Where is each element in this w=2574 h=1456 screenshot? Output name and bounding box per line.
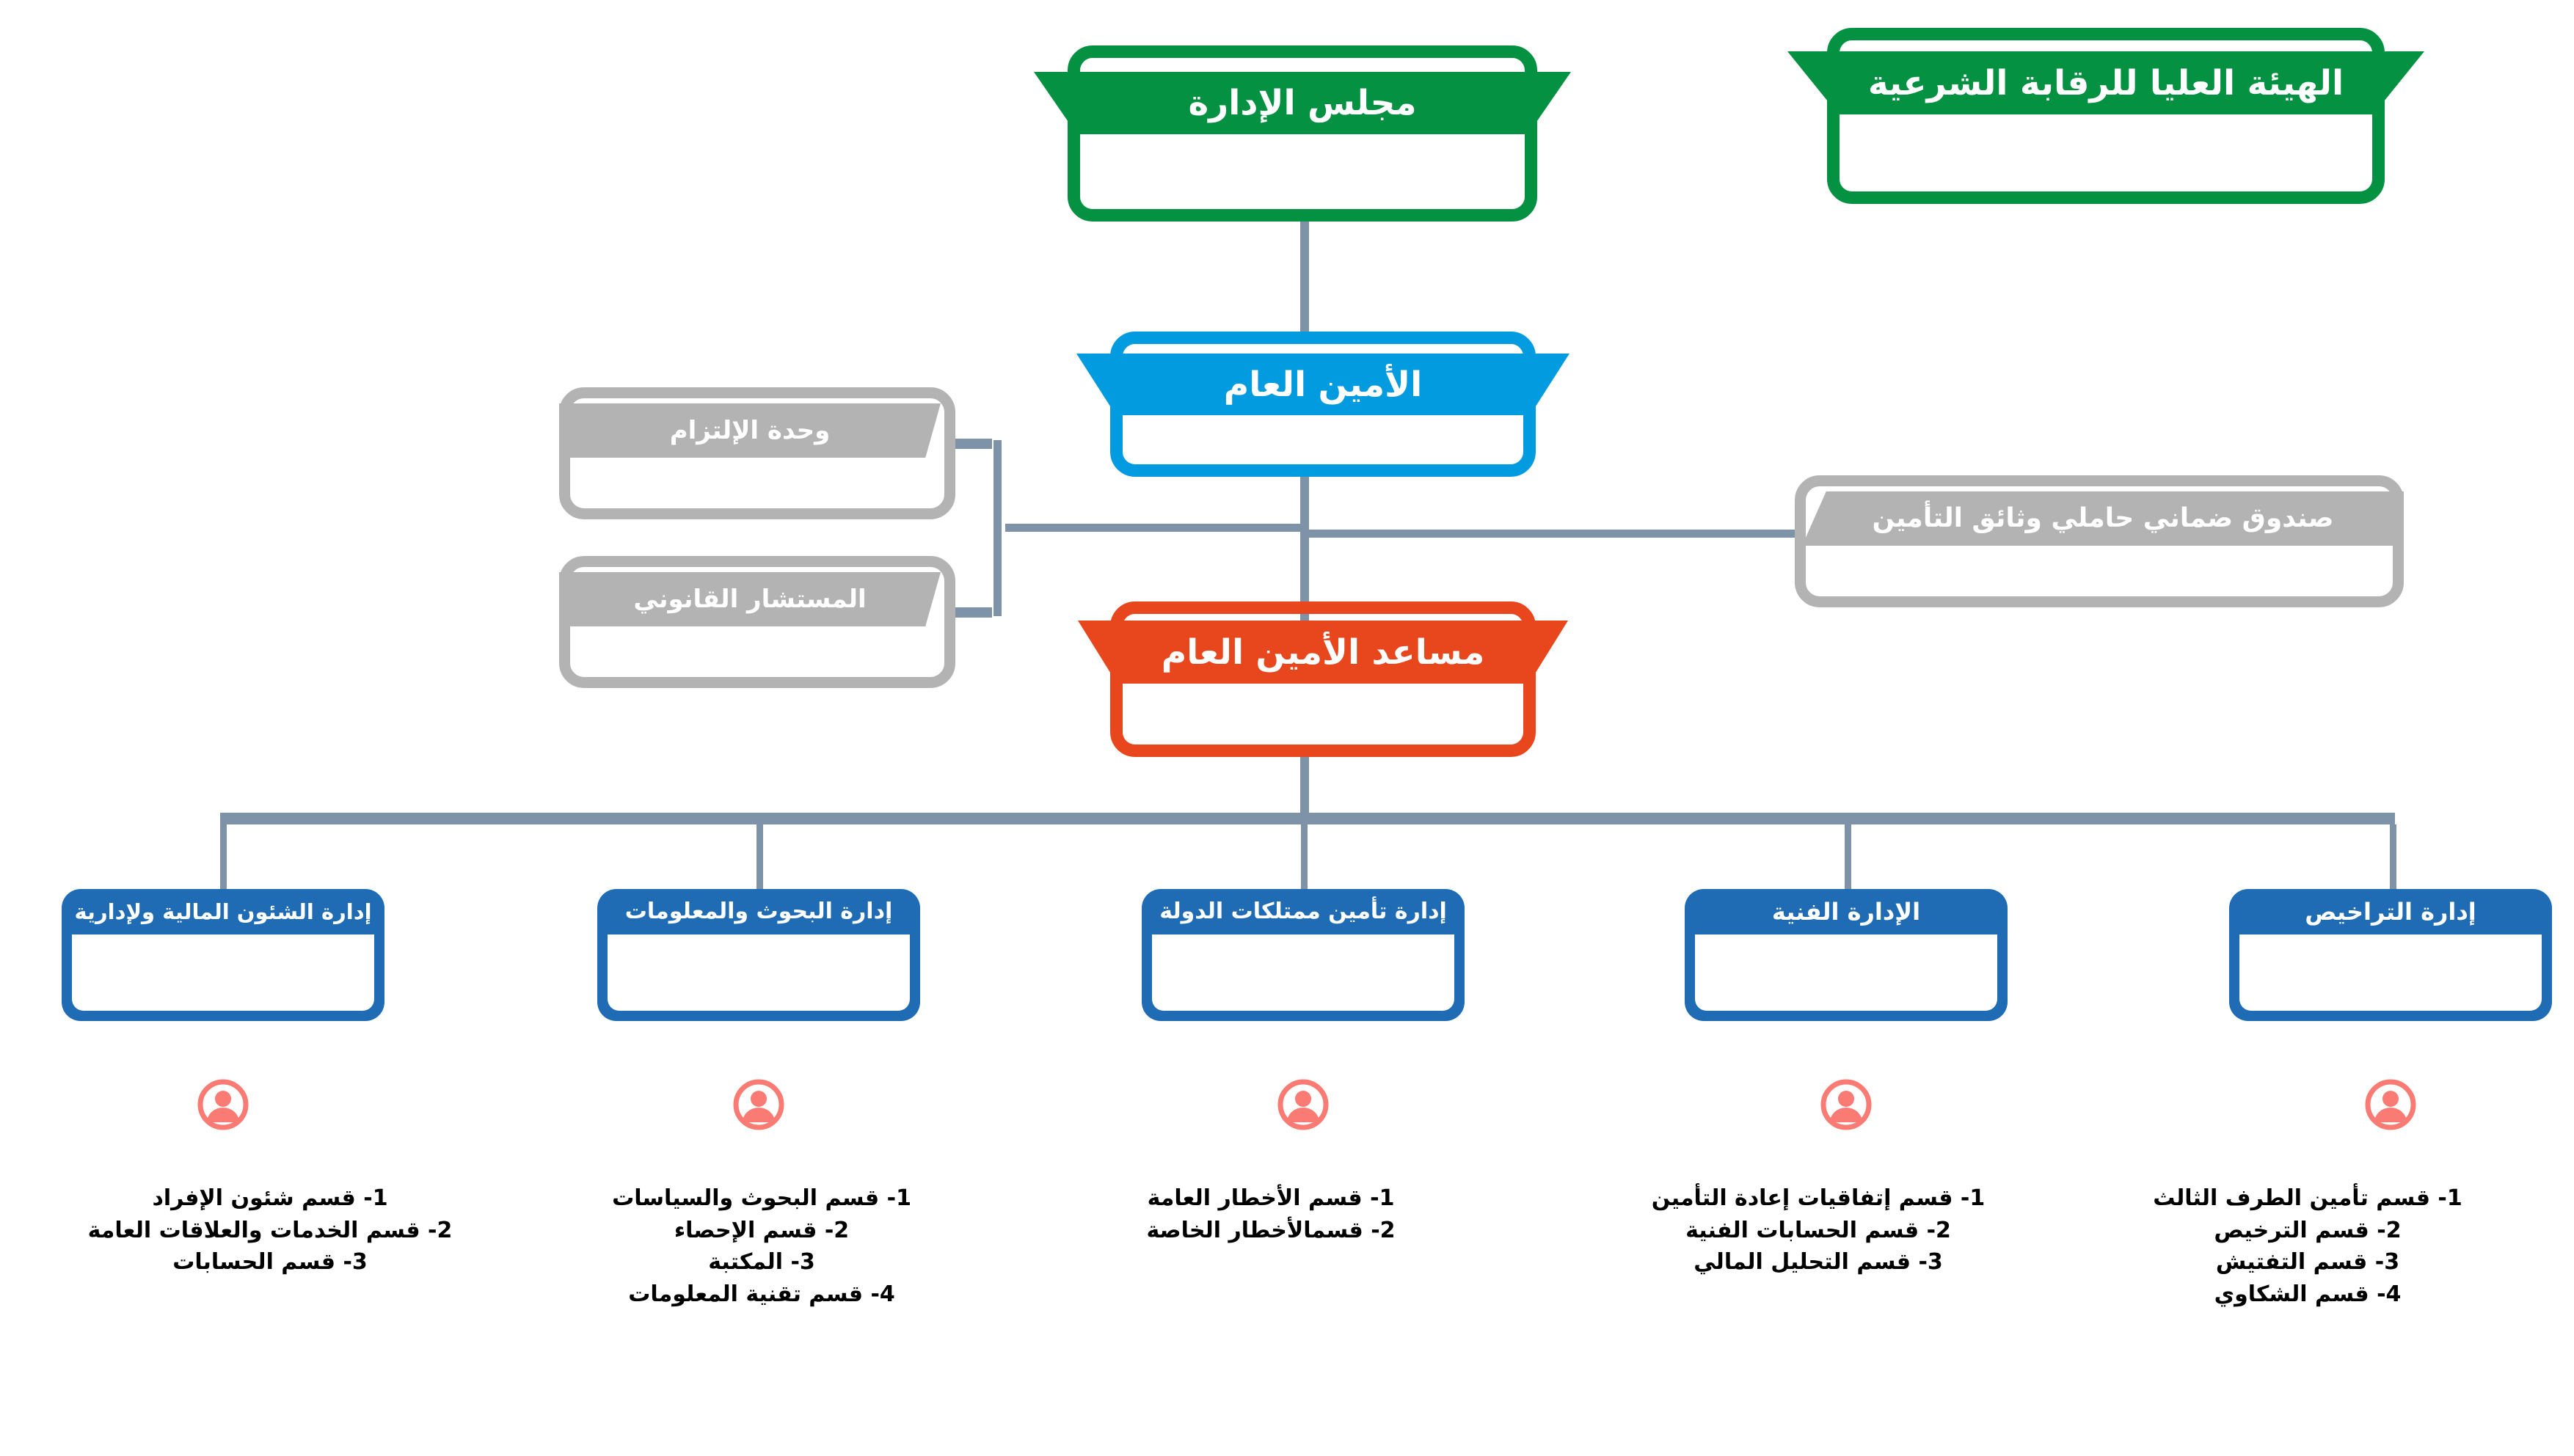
- dept-title-licensing: إدارة التراخيص: [2305, 898, 2476, 926]
- node-board-of-directors[interactable]: مجلس الإدارة: [1034, 45, 1571, 222]
- list-item: 3- قسم التحليل المالي: [1693, 1249, 1943, 1275]
- person-icon-research-information: [732, 1078, 785, 1131]
- connector-spine-to-staff-bracket: [1005, 524, 1306, 532]
- person-icon-licensing: [2364, 1078, 2417, 1131]
- secretary-general-label: الأمين العام: [1223, 364, 1423, 405]
- compliance-unit-frame: [559, 387, 955, 519]
- board-banner: مجلس الإدارة: [1034, 72, 1571, 134]
- sections-list-financial-administrative: 1- قسم شئون الإفراد 2- قسم الخدمات والعل…: [13, 1182, 527, 1278]
- sections-list-technical: 1- قسم إتفاقيات إعادة التأمين 2- قسم الح…: [1576, 1182, 2060, 1278]
- dept-card-technical[interactable]: الإدارة الفنية: [1685, 889, 2008, 1021]
- dept-slot-research-information: [608, 934, 910, 1011]
- dept-slot-licensing: [2239, 934, 2542, 1011]
- dept-title-research-information: إدارة البحوث والمعلومات: [624, 899, 893, 924]
- connector-spine-to-guarantee-fund: [1309, 530, 1802, 538]
- connector-department-bus: [220, 813, 2395, 824]
- dept-card-licensing[interactable]: إدارة التراخيص: [2229, 889, 2552, 1021]
- node-assistant-secretary-general[interactable]: مساعد الأمين العام: [1078, 601, 1568, 757]
- list-item: 4- قسم تقنية المعلومات: [628, 1281, 895, 1307]
- legal-advisor-frame: [559, 556, 955, 688]
- sections-list-research-information: 1- قسم البحوث والسياسات 2- قسم الإحصاء 3…: [527, 1182, 996, 1310]
- connector-drop-state-property: [1301, 824, 1308, 889]
- legal-advisor-banner: المستشار القانوني: [559, 572, 941, 626]
- list-item: 2- قسمالأخطار الخاصة: [1146, 1217, 1396, 1243]
- list-item: 1- قسم شئون الإفراد: [152, 1185, 388, 1211]
- list-item: 2- قسم الخدمات والعلاقات العامة: [87, 1217, 453, 1243]
- connector-board-to-sg: [1300, 220, 1309, 332]
- person-icon-technical: [1820, 1078, 1873, 1131]
- sections-list-state-property-insurance: 1- قسم الأخطار العامة 2- قسمالأخطار الخا…: [1051, 1182, 1491, 1246]
- guarantee-fund-banner: صندوق ضماني حاملي وثائق التأمين: [1802, 491, 2404, 546]
- connector-sg-to-assistant: [1300, 475, 1309, 622]
- assistant-secretary-general-banner: مساعد الأمين العام: [1078, 621, 1568, 684]
- dept-title-state-property-insurance: إدارة تأمين ممتلكات الدولة: [1159, 899, 1447, 924]
- list-item: 1- قسم تأمين الطرف الثالث: [2153, 1185, 2462, 1211]
- connector-staff-bracket-vertical: [993, 440, 1002, 616]
- sections-list-licensing: 1- قسم تأمين الطرف الثالث 2- قسم الترخيص…: [2055, 1182, 2561, 1310]
- list-item: 2- قسم الحسابات الفنية: [1685, 1217, 1951, 1243]
- dept-title-financial-administrative: إدارة الشئون المالية ولإدارية: [74, 899, 372, 924]
- guarantee-fund-frame: [1795, 475, 2404, 607]
- connector-drop-research: [756, 824, 763, 889]
- connector-drop-technical: [1845, 824, 1851, 889]
- list-item: 2- قسم الترخيص: [2214, 1217, 2402, 1243]
- node-shariah-authority[interactable]: الهيئة العليا للرقابة الشرعية: [1787, 28, 2424, 204]
- shariah-banner: الهيئة العليا للرقابة الشرعية: [1787, 51, 2424, 114]
- connector-bracket-to-legal-advisor: [947, 607, 992, 618]
- list-item: 3- قسم الحسابات: [172, 1249, 368, 1275]
- list-item: 1- قسم إتفاقيات إعادة التأمين: [1651, 1185, 1986, 1211]
- connector-drop-licensing: [2390, 824, 2396, 889]
- dept-title-technical: الإدارة الفنية: [1771, 898, 1921, 926]
- connector-bracket-to-compliance: [947, 439, 992, 449]
- node-compliance-unit[interactable]: وحدة الإلتزام: [559, 387, 955, 519]
- node-guarantee-fund[interactable]: صندوق ضماني حاملي وثائق التأمين: [1795, 475, 2404, 607]
- dept-slot-financial-administrative: [72, 934, 374, 1011]
- node-legal-advisor[interactable]: المستشار القانوني: [559, 556, 955, 688]
- connector-drop-financial: [220, 824, 227, 889]
- list-item: 3- قسم التفتيش: [2215, 1249, 2400, 1275]
- compliance-unit-banner: وحدة الإلتزام: [559, 403, 941, 458]
- legal-advisor-label: المستشار القانوني: [633, 585, 867, 614]
- list-item: 1- قسم الأخطار العامة: [1147, 1185, 1395, 1211]
- board-label: مجلس الإدارة: [1188, 83, 1417, 123]
- node-secretary-general[interactable]: الأمين العام: [1076, 332, 1569, 477]
- list-item: 2- قسم الإحصاء: [674, 1217, 850, 1243]
- dept-slot-state-property-insurance: [1152, 934, 1454, 1011]
- secretary-general-banner: الأمين العام: [1076, 354, 1569, 415]
- list-item: 4- قسم الشكاوي: [2214, 1281, 2402, 1307]
- guarantee-fund-label: صندوق ضماني حاملي وثائق التأمين: [1872, 503, 2334, 533]
- person-icon-financial-administrative: [197, 1078, 249, 1131]
- dept-slot-technical: [1695, 934, 1997, 1011]
- compliance-unit-label: وحدة الإلتزام: [669, 416, 831, 445]
- dept-card-research-information[interactable]: إدارة البحوث والمعلومات: [597, 889, 920, 1021]
- list-item: 1- قسم البحوث والسياسات: [612, 1185, 911, 1211]
- dept-card-state-property-insurance[interactable]: إدارة تأمين ممتلكات الدولة: [1142, 889, 1465, 1021]
- person-icon-state-property-insurance: [1277, 1078, 1330, 1131]
- shariah-label: الهيئة العليا للرقابة الشرعية: [1867, 62, 2344, 103]
- list-item: 3- المكتبة: [708, 1249, 815, 1275]
- assistant-secretary-general-label: مساعد الأمين العام: [1161, 632, 1485, 673]
- dept-card-financial-administrative[interactable]: إدارة الشئون المالية ولإدارية: [62, 889, 384, 1021]
- connector-assistant-to-bus: [1300, 756, 1309, 814]
